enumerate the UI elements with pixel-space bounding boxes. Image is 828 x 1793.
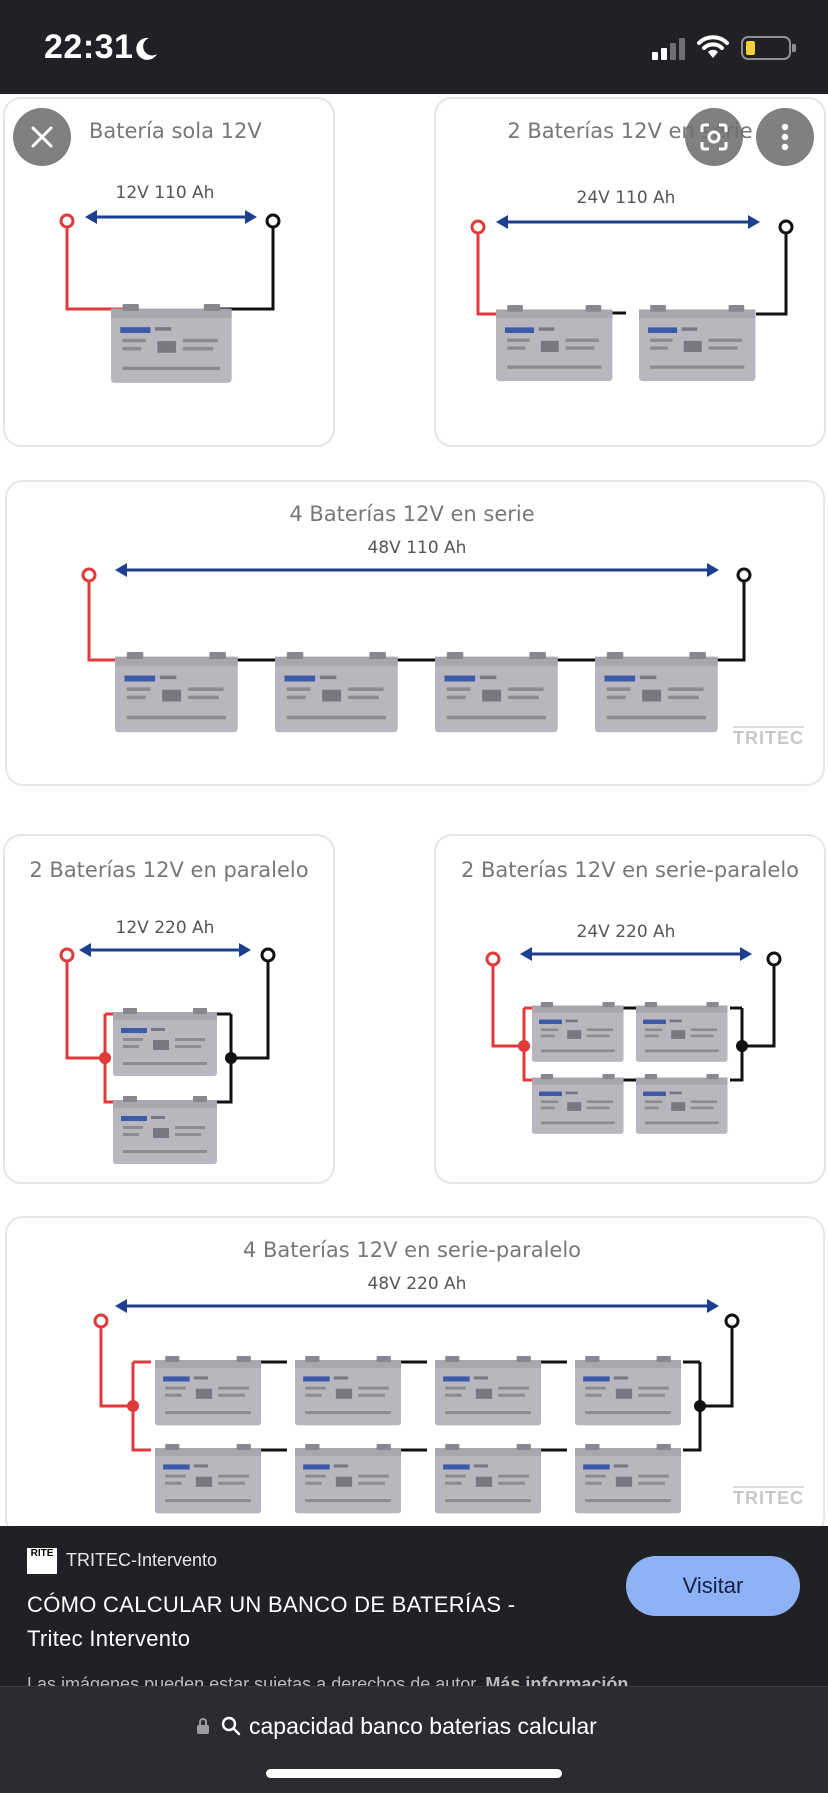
panel-title: 2 Baterías 12V en serie-paralelo [460,858,800,882]
signal-icon [652,38,685,60]
lens-icon [700,123,728,151]
diagram-panel-series-parallel-2: 2 Baterías 12V en serie-paralelo 24V 220… [434,834,826,1184]
lock-icon [197,1718,209,1734]
close-icon [31,126,53,148]
visit-button[interactable]: Visitar [626,1556,800,1616]
diagram-panel-parallel-2: 2 Baterías 12V en paralelo 12V 220 Ah [3,834,335,1184]
panel-rating: 48V 110 Ah [367,538,467,558]
site-favicon: RITE [27,1548,57,1574]
wiring-diagram [485,947,782,1134]
diagram-panel-series-parallel-4: 4 Baterías 12V en serie-paralelo 48V 220… [5,1216,825,1526]
diagram-panel-series-2: 2 Baterías 12V en serie 24V 110 Ah [434,97,826,447]
panel-rating: 24V 110 Ah [576,188,676,208]
diagram-panel-series-4: 4 Baterías 12V en serie 48V 110 Ah TRITE… [5,480,825,786]
wiring-diagram [59,210,281,383]
panel-rating: 12V 110 Ah [115,183,215,203]
panel-rating: 48V 220 Ah [367,1274,467,1294]
more-options-button[interactable] [756,108,814,166]
panel-rating: 12V 220 Ah [115,918,215,938]
more-vert-icon [781,123,789,151]
tritec-watermark: TRITEC [733,1486,804,1508]
favicon-text: RITE [30,1548,54,1559]
panel-title: 2 Baterías 12V en paralelo [29,858,309,882]
close-button[interactable] [13,108,71,166]
status-bar: 22:31 [0,0,828,94]
lens-button[interactable] [685,108,743,166]
wiring-diagram [93,1299,740,1514]
search-icon [221,1716,241,1736]
panel-title: Batería sola 12V [89,119,262,143]
image-viewer[interactable]: Batería sola 12V 12V 110 Ah 2 Baterías 1… [0,94,828,1526]
battery-icon [741,36,796,60]
copyright-disclaimer: Las imágenes pueden estar sujetas a dere… [27,1674,807,1686]
panel-title: 4 Baterías 12V en serie [289,502,535,526]
result-title[interactable]: CÓMO CALCULAR UN BANCO DE BATERÍAS - Tri… [27,1592,516,1651]
source-name[interactable]: TRITEC-Intervento [66,1550,218,1570]
panel-title: 4 Baterías 12V en serie-paralelo [242,1238,582,1262]
wiring-diagram [470,215,794,382]
moon-icon [136,37,157,60]
url-bar[interactable]: capacidad banco baterias calcular [0,1686,828,1793]
tritec-watermark: TRITEC [733,726,804,748]
clock: 22:31 [44,28,134,66]
home-indicator[interactable] [266,1769,562,1778]
wiring-diagram [81,563,752,733]
wifi-icon [697,35,729,58]
search-query[interactable]: capacidad banco baterias calcular [249,1713,597,1739]
disclaimer-text: Las imágenes pueden estar sujetas a dere… [27,1674,481,1686]
more-info-link[interactable]: Más información [485,1674,629,1686]
wiring-diagram [59,943,276,1164]
result-info-panel: RITE TRITEC-Intervento CÓMO CALCULAR UN … [0,1526,828,1686]
panel-rating: 24V 220 Ah [576,922,676,942]
